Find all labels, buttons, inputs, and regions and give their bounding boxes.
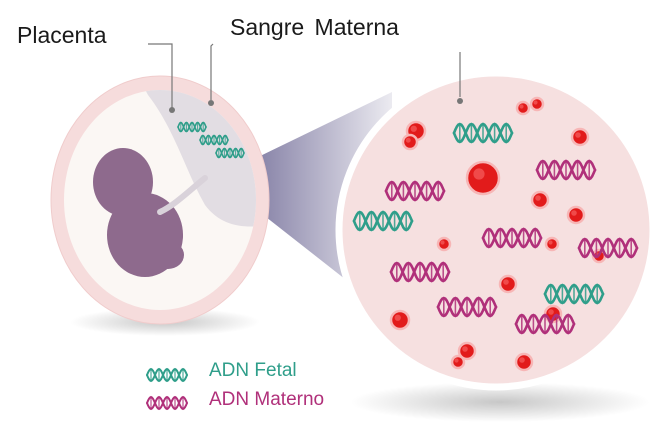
zoom-pointer-dot bbox=[457, 98, 463, 104]
red-blood-cell-highlight bbox=[571, 210, 577, 216]
maternal-blood-pointer-dot bbox=[208, 100, 214, 106]
red-blood-cell-highlight bbox=[473, 168, 485, 180]
red-blood-cell-highlight bbox=[575, 132, 581, 138]
red-blood-cell bbox=[570, 127, 590, 147]
red-blood-cell-highlight bbox=[454, 358, 459, 363]
placenta-fetal-dna-fragment bbox=[199, 134, 229, 146]
maternal-dna-fragment bbox=[384, 180, 446, 202]
placenta-pointer-dot bbox=[169, 107, 175, 113]
red-blood-cell bbox=[498, 274, 518, 294]
maternal-dna-fragment bbox=[514, 313, 576, 335]
red-blood-cell bbox=[566, 205, 586, 225]
maternal-dna-fragment bbox=[389, 261, 451, 283]
red-blood-cell bbox=[530, 190, 550, 210]
maternal-dna-fragment bbox=[577, 237, 639, 259]
legend-maternal-dna-icon bbox=[146, 395, 188, 411]
red-blood-cell-highlight bbox=[548, 240, 553, 245]
red-blood-cell-highlight bbox=[548, 309, 554, 315]
dna-fragments bbox=[352, 122, 639, 335]
red-blood-cell-highlight bbox=[533, 100, 538, 105]
maternal-blood-leader bbox=[210, 43, 214, 100]
maternal-dna-fragment bbox=[436, 296, 498, 318]
maternal-blood-zoom bbox=[335, 69, 657, 391]
maternal-dna-fragment bbox=[481, 227, 543, 249]
red-blood-cell-highlight bbox=[405, 137, 411, 143]
legend-fetal-dna-label: ADN Fetal bbox=[209, 360, 297, 381]
placenta-label: Placenta bbox=[17, 22, 107, 48]
placenta-fetal-dna-fragment bbox=[215, 147, 245, 159]
fetal-dna-fragment bbox=[452, 122, 514, 144]
placenta-leader bbox=[148, 43, 173, 108]
red-blood-cell-highlight bbox=[440, 240, 445, 245]
blood-circle-shadow bbox=[350, 382, 650, 422]
red-blood-cell-highlight bbox=[503, 279, 509, 285]
red-blood-cell bbox=[450, 354, 466, 370]
maternal-blood-label: Sangre Materna bbox=[230, 14, 399, 40]
red-blood-cell-highlight bbox=[462, 346, 468, 352]
red-blood-cell bbox=[389, 309, 411, 331]
red-blood-cell bbox=[436, 236, 452, 252]
legend-icons bbox=[146, 367, 188, 411]
red-blood-cell-highlight bbox=[519, 357, 525, 363]
red-blood-cell bbox=[515, 100, 531, 116]
womb bbox=[50, 75, 270, 325]
red-blood-cell bbox=[529, 96, 545, 112]
leader-lines bbox=[148, 43, 461, 108]
red-blood-cell-highlight bbox=[410, 125, 417, 132]
fetal-dna-fragment bbox=[543, 283, 605, 305]
red-blood-cell bbox=[465, 160, 501, 196]
placenta-fetal-dna bbox=[177, 121, 245, 159]
red-blood-cell-highlight bbox=[519, 104, 524, 109]
red-blood-cell bbox=[401, 133, 419, 151]
fetal-dna-fragment bbox=[352, 210, 414, 232]
umbilical-cord bbox=[157, 175, 208, 215]
legend-maternal-dna-label: ADN Materno bbox=[209, 389, 325, 410]
red-blood-cell bbox=[544, 236, 560, 252]
red-blood-cell bbox=[514, 352, 534, 372]
red-blood-cell-highlight bbox=[394, 314, 401, 321]
red-blood-cell bbox=[457, 341, 477, 361]
maternal-dna-fragment bbox=[535, 159, 597, 181]
red-blood-cell-highlight bbox=[535, 195, 541, 201]
legend-fetal-dna-icon bbox=[146, 367, 188, 383]
placenta-fetal-dna-fragment bbox=[177, 121, 207, 133]
